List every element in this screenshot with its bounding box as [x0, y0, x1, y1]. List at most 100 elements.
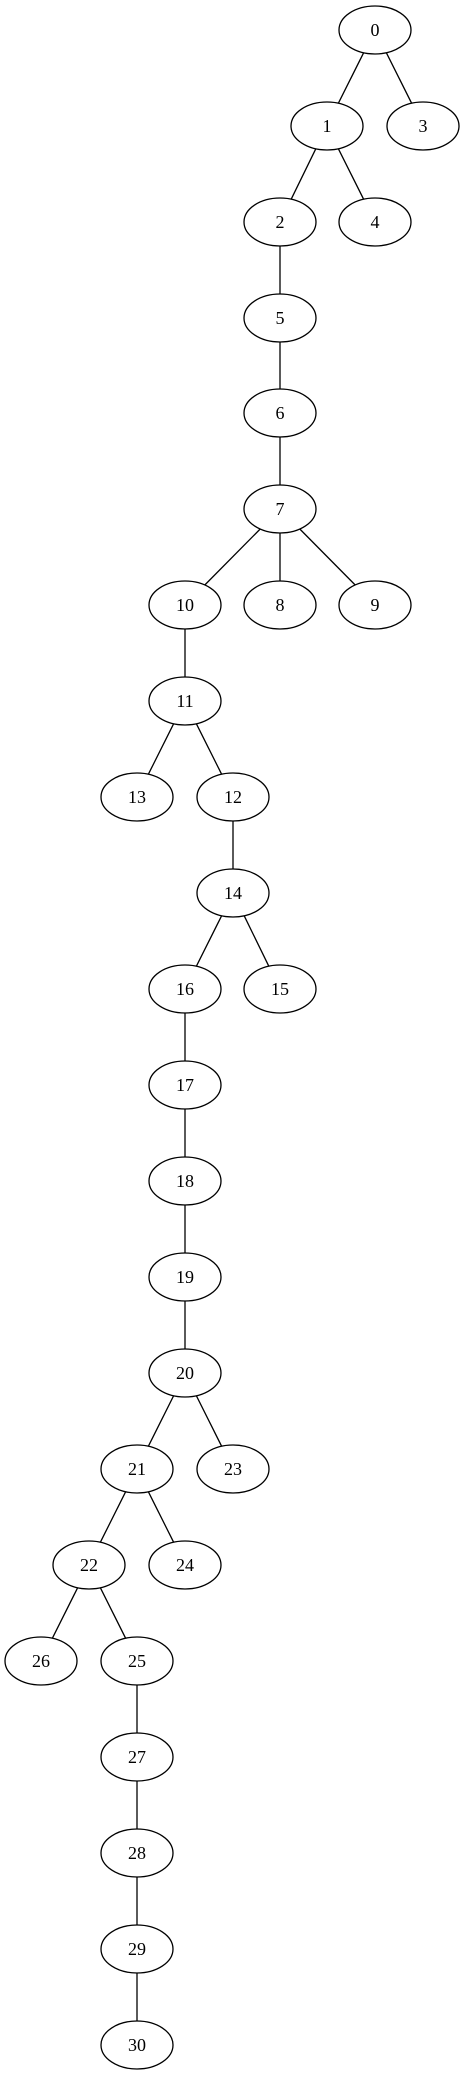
node-label: 12	[224, 787, 242, 807]
node-12: 12	[196, 772, 270, 822]
node-23: 23	[196, 1444, 270, 1494]
node-label: 5	[276, 308, 285, 328]
edge-14-16	[195, 915, 223, 967]
node-14: 14	[196, 868, 270, 918]
node-0: 0	[338, 5, 412, 55]
node-label: 2	[276, 212, 285, 232]
edge-1-2	[290, 148, 317, 200]
node-label: 27	[128, 1747, 146, 1767]
edge-22-25	[99, 1587, 127, 1639]
edge-0-3	[385, 52, 413, 104]
node-ellipse	[148, 1540, 222, 1590]
node-ellipse	[100, 1732, 174, 1782]
node-ellipse	[148, 1060, 222, 1110]
edges-layer	[51, 52, 413, 2021]
node-ellipse	[4, 1636, 78, 1686]
node-1: 1	[290, 101, 364, 151]
node-13: 13	[100, 772, 174, 822]
node-ellipse	[243, 964, 317, 1014]
edge-21-22	[99, 1491, 127, 1543]
node-label: 30	[128, 2035, 146, 2055]
node-label: 26	[32, 1651, 50, 1671]
node-label: 16	[176, 979, 194, 999]
node-ellipse	[290, 101, 364, 151]
node-8: 8	[243, 580, 317, 630]
edge-14-15	[243, 915, 270, 967]
node-18: 18	[148, 1156, 222, 1206]
node-label: 21	[128, 1459, 146, 1479]
node-ellipse	[243, 484, 317, 534]
node-label: 4	[371, 212, 380, 232]
node-label: 14	[224, 883, 242, 903]
node-label: 11	[176, 691, 193, 711]
edge-11-13	[147, 723, 175, 775]
edge-22-26	[51, 1587, 79, 1639]
edge-21-24	[147, 1491, 175, 1543]
node-10: 10	[148, 580, 222, 630]
node-label: 22	[80, 1555, 98, 1575]
edge-7-10	[204, 528, 261, 586]
node-ellipse	[148, 1348, 222, 1398]
node-ellipse	[196, 868, 270, 918]
node-29: 29	[100, 1924, 174, 1974]
node-9: 9	[338, 580, 412, 630]
node-25: 25	[100, 1636, 174, 1686]
node-ellipse	[196, 772, 270, 822]
edge-0-1	[337, 52, 365, 104]
node-ellipse	[338, 580, 412, 630]
node-20: 20	[148, 1348, 222, 1398]
node-label: 10	[176, 595, 194, 615]
node-ellipse	[196, 1444, 270, 1494]
node-6: 6	[243, 388, 317, 438]
node-5: 5	[243, 293, 317, 343]
node-26: 26	[4, 1636, 78, 1686]
node-label: 17	[176, 1075, 194, 1095]
node-ellipse	[100, 1828, 174, 1878]
node-ellipse	[243, 388, 317, 438]
node-ellipse	[148, 1156, 222, 1206]
node-label: 8	[276, 595, 285, 615]
node-17: 17	[148, 1060, 222, 1110]
node-21: 21	[100, 1444, 174, 1494]
node-ellipse	[100, 1444, 174, 1494]
node-label: 1	[323, 116, 332, 136]
node-label: 23	[224, 1459, 242, 1479]
node-2: 2	[243, 197, 317, 247]
node-label: 6	[276, 403, 285, 423]
node-label: 20	[176, 1363, 194, 1383]
node-ellipse	[100, 2020, 174, 2070]
node-ellipse	[148, 1252, 222, 1302]
node-3: 3	[386, 101, 460, 151]
node-ellipse	[338, 5, 412, 55]
node-label: 25	[128, 1651, 146, 1671]
node-ellipse	[52, 1540, 126, 1590]
node-label: 29	[128, 1939, 146, 1959]
edge-1-4	[337, 148, 365, 200]
node-ellipse	[100, 772, 174, 822]
node-label: 0	[371, 20, 380, 40]
node-label: 28	[128, 1843, 146, 1863]
node-ellipse	[148, 676, 222, 726]
edge-20-23	[195, 1395, 223, 1447]
node-ellipse	[386, 101, 460, 151]
node-ellipse	[100, 1636, 174, 1686]
node-label: 13	[128, 787, 146, 807]
node-11: 11	[148, 676, 222, 726]
node-16: 16	[148, 964, 222, 1014]
node-28: 28	[100, 1828, 174, 1878]
node-label: 15	[271, 979, 289, 999]
edge-7-9	[299, 528, 356, 586]
node-30: 30	[100, 2020, 174, 2070]
node-ellipse	[100, 1924, 174, 1974]
edge-11-12	[195, 723, 223, 775]
node-ellipse	[148, 964, 222, 1014]
node-label: 9	[371, 595, 380, 615]
node-label: 3	[419, 116, 428, 136]
edge-20-21	[147, 1395, 175, 1447]
node-ellipse	[338, 197, 412, 247]
node-24: 24	[148, 1540, 222, 1590]
node-label: 7	[276, 499, 285, 519]
node-label: 19	[176, 1267, 194, 1287]
